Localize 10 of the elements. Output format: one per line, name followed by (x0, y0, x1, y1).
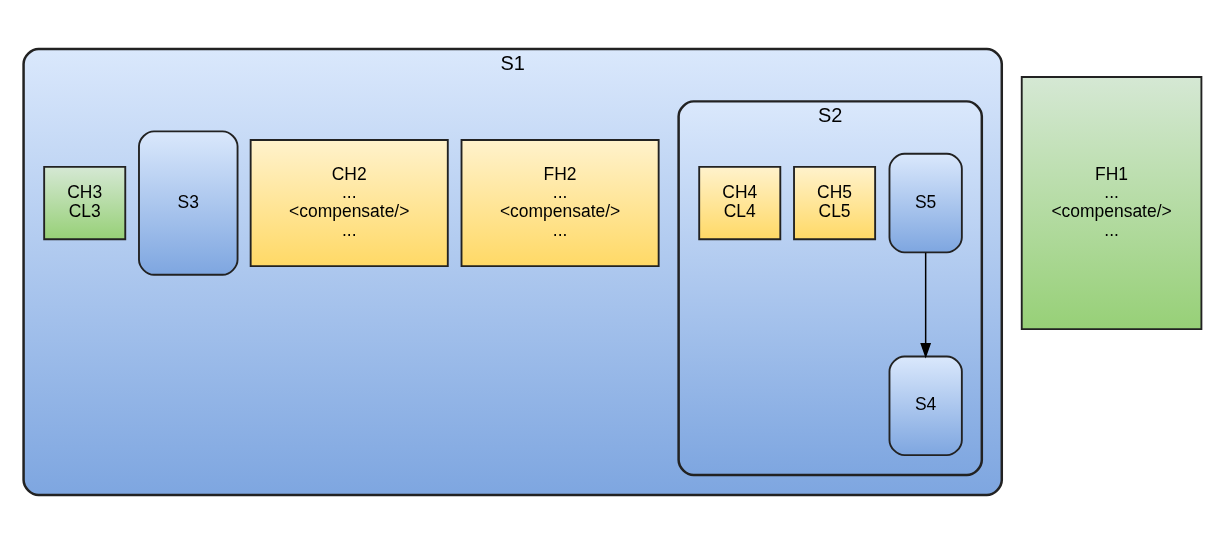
node-box: S5 (888, 152, 963, 253)
arrow (920, 251, 932, 358)
node-box: CH5 CL5 (793, 165, 877, 240)
node-box: CH2 ... <compensate/> ... (249, 138, 449, 267)
node-box: FH2 ... <compensate/> ... (460, 138, 660, 267)
node-box: FH1 ... <compensate/> ... (1020, 75, 1203, 330)
node-box: CH3 CL3 (43, 165, 127, 240)
node-box: CH4 CL4 (698, 165, 782, 240)
node-box: S3 (138, 129, 239, 276)
node-box: S4 (888, 355, 963, 456)
